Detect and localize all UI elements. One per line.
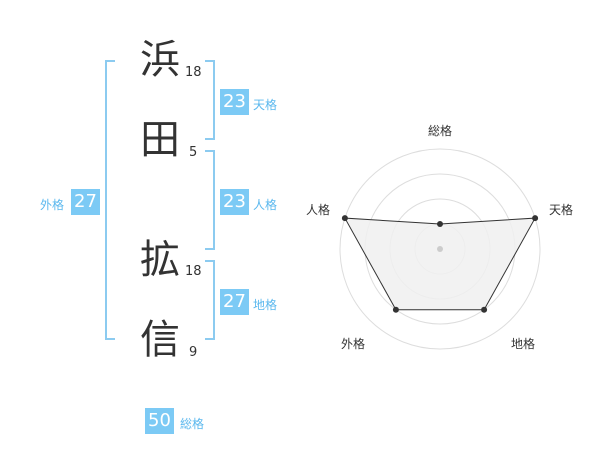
name-char-1-strokes: 18: [185, 65, 202, 80]
gaikaku-bracket: [105, 60, 115, 340]
gaikaku-value-badge: 27: [71, 189, 100, 215]
name-char-4: 信: [140, 317, 180, 363]
radar-axis-label-jinkaku: 人格: [306, 203, 331, 217]
tenkaku-value-badge: 23: [220, 89, 249, 115]
name-char-3-strokes: 18: [185, 264, 202, 279]
name-char-4-strokes: 9: [189, 345, 198, 360]
radar-axis-label-tenkaku: 天格: [549, 203, 574, 217]
radar-point-1: [532, 215, 539, 222]
chikaku-value-badge: 27: [220, 289, 249, 315]
gaikaku-label: 外格: [40, 198, 65, 212]
radar-point-4: [341, 215, 348, 222]
name-char-2: 田: [140, 117, 180, 163]
jinkaku-bracket: [205, 150, 215, 250]
soukaku-value-badge: 50: [145, 408, 174, 434]
radar-ring: [339, 148, 541, 350]
chikaku-label: 地格: [253, 298, 278, 312]
radar-center-dot: [437, 246, 443, 252]
soukaku-label: 総格: [180, 417, 205, 431]
radar-point-0: [437, 221, 443, 227]
name-char-1: 浜: [140, 37, 180, 83]
radar-point-3: [392, 306, 399, 313]
chikaku-bracket: [205, 260, 215, 340]
jinkaku-value-badge: 23: [220, 189, 249, 215]
tenkaku-label: 天格: [253, 98, 278, 112]
radar-axis-label-chikaku: 地格: [511, 337, 536, 351]
name-char-3: 拡: [140, 237, 180, 283]
radar-axis-label-gaikaku: 外格: [341, 337, 366, 351]
radar-axis-label-soukaku: 総格: [428, 124, 453, 138]
radar-point-2: [481, 306, 488, 313]
radar-series-polygon: [344, 217, 536, 311]
tenkaku-bracket: [205, 60, 215, 140]
jinkaku-label: 人格: [253, 198, 278, 212]
name-char-2-strokes: 5: [189, 145, 198, 160]
